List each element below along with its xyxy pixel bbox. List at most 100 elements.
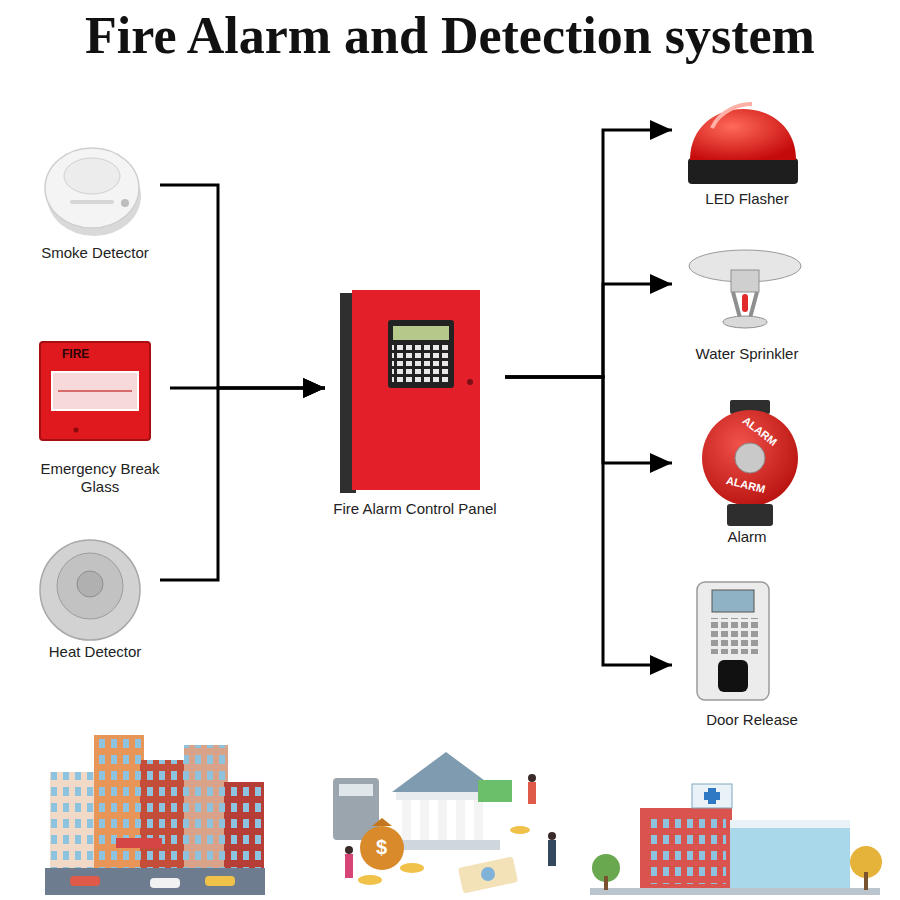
break-glass-image — [40, 342, 150, 440]
device-label-box: LED Flasher — [672, 190, 822, 208]
bank-illustration — [420, 800, 429, 840]
hospital-illustration — [646, 816, 726, 884]
sprinkler-image — [723, 316, 767, 328]
device-label: Alarm — [672, 528, 822, 546]
heat-detector-image — [40, 540, 140, 640]
hospital-illustration — [590, 784, 882, 895]
break-glass-image — [40, 342, 150, 440]
door-release-image — [718, 660, 748, 692]
city-illustration — [45, 735, 265, 895]
device-label-box: Alarm — [672, 528, 822, 546]
city-illustration — [50, 772, 100, 868]
device-node: Fire Alarm Control Panel — [325, 288, 505, 523]
led-flasher-image — [690, 109, 796, 160]
door-release-image — [712, 590, 754, 612]
bank-illustration — [458, 856, 518, 893]
city-illustration — [140, 760, 186, 868]
hospital-illustration — [640, 808, 732, 888]
break-glass-image — [74, 428, 79, 433]
bank-illustration — [478, 780, 512, 802]
heat-detector-image — [40, 540, 140, 640]
device-label-box: Fire Alarm Control Panel — [325, 500, 505, 518]
control-panel-image — [467, 379, 473, 385]
device-label-box: Smoke Detector — [30, 244, 160, 262]
bank-illustration — [456, 800, 465, 840]
control-panel-image — [392, 344, 450, 384]
diagram-title: Fire Alarm and Detection system — [0, 6, 900, 66]
city-illustration — [50, 772, 100, 868]
device-label-box: Emergency Break Glass — [30, 460, 170, 496]
sprinkler-image — [731, 270, 759, 292]
device-label: LED Flasher — [672, 190, 822, 208]
control-panel-image — [388, 320, 454, 388]
bank-illustration — [438, 800, 447, 840]
bank-illustration — [510, 826, 530, 834]
bank-illustration — [360, 826, 404, 870]
city-illustration — [224, 782, 264, 868]
device-label: Door Release — [672, 711, 832, 729]
bank-illustration — [548, 832, 556, 840]
bank-illustration — [345, 854, 353, 878]
city-illustration — [224, 782, 264, 868]
city-illustration — [45, 868, 265, 895]
bank-illustration — [372, 818, 392, 826]
city-illustration — [140, 760, 186, 868]
break-glass-image — [40, 342, 150, 440]
sprinkler-image — [689, 250, 801, 328]
device-label: Smoke Detector — [30, 244, 160, 262]
hospital-illustration — [864, 872, 868, 890]
led-flasher-image — [712, 104, 752, 128]
hospital-illustration — [692, 784, 732, 808]
bank-illustration — [400, 863, 424, 873]
city-illustration — [94, 735, 144, 868]
device-node: LED Flasher — [672, 88, 822, 213]
city-illustration — [184, 745, 228, 868]
bank-illustration — [474, 800, 483, 840]
device-label-box: Heat Detector — [30, 643, 160, 661]
connector — [160, 388, 325, 580]
bank-illustration — [333, 752, 556, 894]
smoke-detector-image — [121, 199, 129, 207]
device-node: Door Release — [672, 575, 832, 735]
bank-illustration — [339, 784, 373, 796]
device-label-box: Water Sprinkler — [672, 345, 822, 363]
device-label: Fire Alarm Control Panel — [325, 500, 505, 518]
bank-illustration — [358, 875, 382, 885]
bank-illustration — [402, 800, 411, 840]
smoke-detector-image — [64, 158, 120, 194]
bank-illustration — [345, 846, 353, 854]
sprinkler-image — [733, 292, 757, 318]
alarm-bell-image — [735, 443, 765, 473]
device-node: Emergency Break Glass — [30, 335, 170, 500]
city-illustration — [70, 876, 100, 886]
led-flasher-image — [688, 158, 798, 184]
bank-illustration — [528, 774, 536, 782]
bank-illustration — [481, 867, 495, 881]
part-label: FIRE — [62, 347, 89, 361]
smoke-detector-image — [45, 148, 141, 236]
control-panel-image — [340, 290, 480, 493]
city-illustration — [150, 878, 180, 888]
device-label: Water Sprinkler — [672, 345, 822, 363]
hospital-illustration — [730, 820, 850, 888]
city-illustration — [205, 876, 235, 886]
heat-detector-image — [57, 553, 123, 619]
connector — [505, 130, 672, 377]
device-label: Heat Detector — [30, 643, 160, 661]
device-node: Water Sprinkler — [672, 245, 822, 365]
control-panel-image — [352, 290, 480, 490]
alarm-bell-image — [727, 504, 773, 526]
led-flasher-image — [688, 104, 798, 184]
part-label: $ — [376, 836, 387, 859]
alarm-bell-image — [702, 410, 798, 506]
smoke-detector-image — [70, 200, 114, 204]
bank-illustration — [548, 840, 556, 866]
alarm-bell-image — [702, 400, 798, 526]
hospital-illustration — [730, 820, 850, 828]
device-label-box: Door Release — [672, 711, 832, 729]
sprinkler-image — [742, 294, 748, 312]
device-label: Emergency Break Glass — [30, 460, 170, 496]
